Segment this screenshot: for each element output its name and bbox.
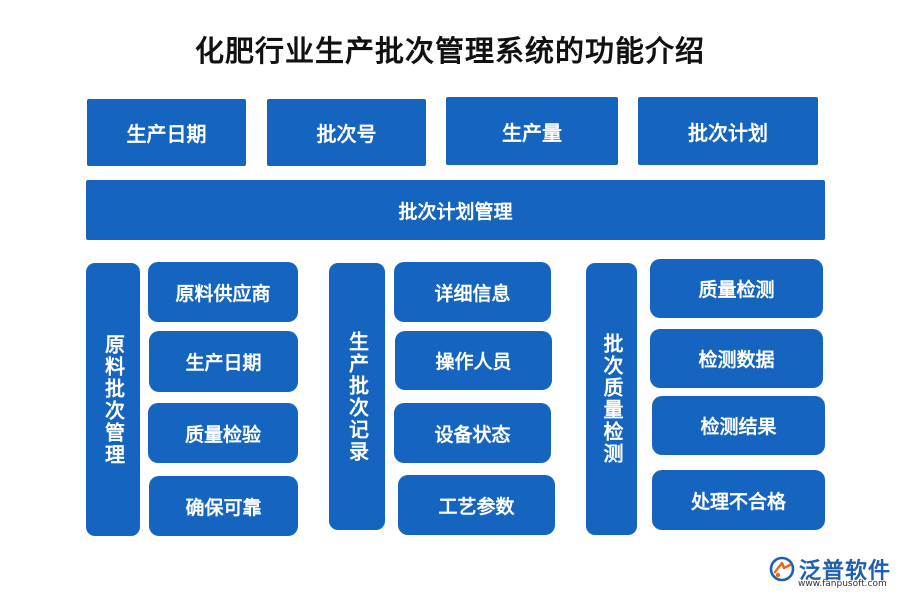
group-production-record-label: 生产批次记录 — [329, 263, 385, 530]
item-raw-material-supplier: 原料供应商 — [148, 262, 298, 322]
diagram-title: 化肥行业生产批次管理系统的功能介绍 — [194, 34, 705, 68]
item-ensure-reliable: 确保可靠 — [149, 476, 298, 536]
item-handle-nonconforming: 处理不合格 — [652, 470, 825, 530]
logo-text: 泛普软件 — [799, 559, 892, 584]
brand-logo: 泛普软件 — [768, 553, 891, 585]
item-equipment-status: 设备状态 — [394, 403, 551, 463]
batch-plan-management-bar: 批次计划管理 — [86, 180, 825, 240]
item-test-results: 检测结果 — [652, 396, 825, 455]
item-operator: 操作人员 — [395, 331, 552, 390]
fanpu-logo-icon — [769, 556, 795, 582]
item-quality-inspection: 质量检验 — [148, 403, 298, 463]
top-box-batch-plan: 批次计划 — [638, 97, 818, 165]
top-box-production-volume: 生产量 — [446, 97, 618, 165]
item-production-date: 生产日期 — [149, 331, 298, 392]
item-process-parameters: 工艺参数 — [398, 475, 555, 535]
logo-url: www.fanpusoft.com — [798, 579, 887, 589]
item-quality-testing: 质量检测 — [650, 259, 823, 318]
top-box-production-date: 生产日期 — [87, 99, 246, 166]
item-detailed-info: 详细信息 — [394, 262, 551, 322]
group-quality-test-label: 批次质量检测 — [586, 263, 637, 535]
group-raw-material-label: 原料批次管理 — [86, 263, 140, 536]
top-box-batch-number: 批次号 — [267, 99, 426, 166]
item-test-data: 检测数据 — [650, 329, 823, 388]
